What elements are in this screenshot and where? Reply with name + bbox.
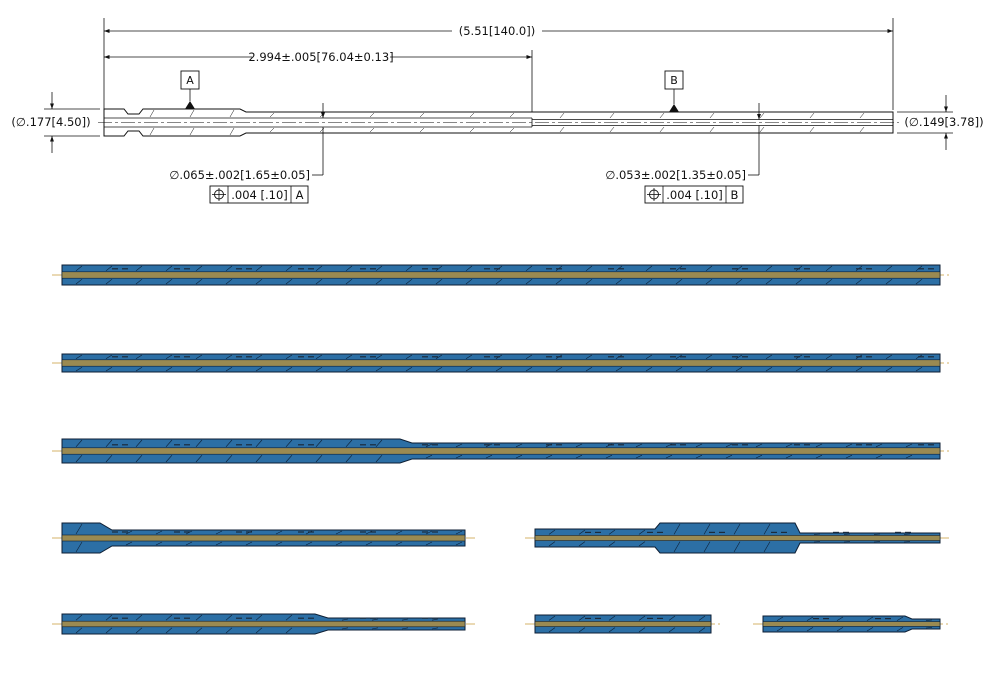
tube-bore: [61, 534, 466, 542]
straight-tube: [52, 353, 950, 373]
center-collar-tube: [525, 522, 950, 554]
straight-tube: [52, 264, 950, 286]
step-length-dimension: 2.994±.005[76.04±0.13]: [104, 50, 532, 64]
tube-bore: [61, 620, 466, 628]
datum-a-feature: A: [180, 70, 200, 109]
bore-b-tolerance: .004 [.10]: [666, 188, 723, 202]
bore-a-callout: ∅.065±.002[1.65±0.05] .004 [.10] A: [169, 103, 325, 204]
tube-bore: [762, 621, 941, 627]
technical-drawing: (5.51[140.0]) 2.994±.005[76.04±0.13]: [11, 18, 984, 204]
right-od-dimension: (∅.149[3.78]): [897, 95, 984, 150]
right-od-label: (∅.149[3.78]): [904, 115, 983, 129]
part-outline: [98, 108, 899, 137]
tube-bore: [534, 621, 712, 627]
bore-b-feature-control-frame: .004 [.10] B: [644, 185, 744, 204]
bore-b-callout: ∅.053±.002[1.35±0.05] .004 [.10] B: [605, 103, 761, 204]
overall-length-label: (5.51[140.0]): [459, 24, 535, 38]
short-stepped-tube: [753, 615, 950, 633]
datum-a-label: A: [186, 74, 194, 87]
left-od-dimension: (∅.177[4.50]): [11, 92, 100, 153]
datum-b-label: B: [670, 74, 678, 87]
tube-bore: [61, 447, 941, 455]
bore-a-tolerance: .004 [.10]: [231, 188, 288, 202]
tapered-tube: [52, 613, 475, 635]
overall-length-dimension: (5.51[140.0]): [104, 24, 893, 38]
bore-a-size-label: ∅.065±.002[1.65±0.05]: [169, 168, 310, 182]
tube-variants: [52, 264, 950, 635]
position-symbol: [647, 188, 661, 201]
collar-end-tube: [52, 522, 475, 554]
bore-b-size-label: ∅.053±.002[1.35±0.05]: [605, 168, 746, 182]
position-symbol: [212, 188, 226, 201]
tube-bore: [534, 535, 941, 541]
bore-a-datum-ref: A: [296, 188, 304, 202]
datum-b-feature: B: [664, 70, 684, 112]
bore-a-feature-control-frame: .004 [.10] A: [209, 185, 309, 204]
stepped-tube: [52, 438, 950, 464]
bore-b-datum-ref: B: [731, 188, 739, 202]
left-od-label: (∅.177[4.50]): [11, 115, 90, 129]
step-length-label: 2.994±.005[76.04±0.13]: [248, 50, 393, 64]
short-straight-tube: [525, 614, 721, 634]
tube-bore: [61, 359, 941, 367]
tube-bore: [61, 271, 941, 279]
